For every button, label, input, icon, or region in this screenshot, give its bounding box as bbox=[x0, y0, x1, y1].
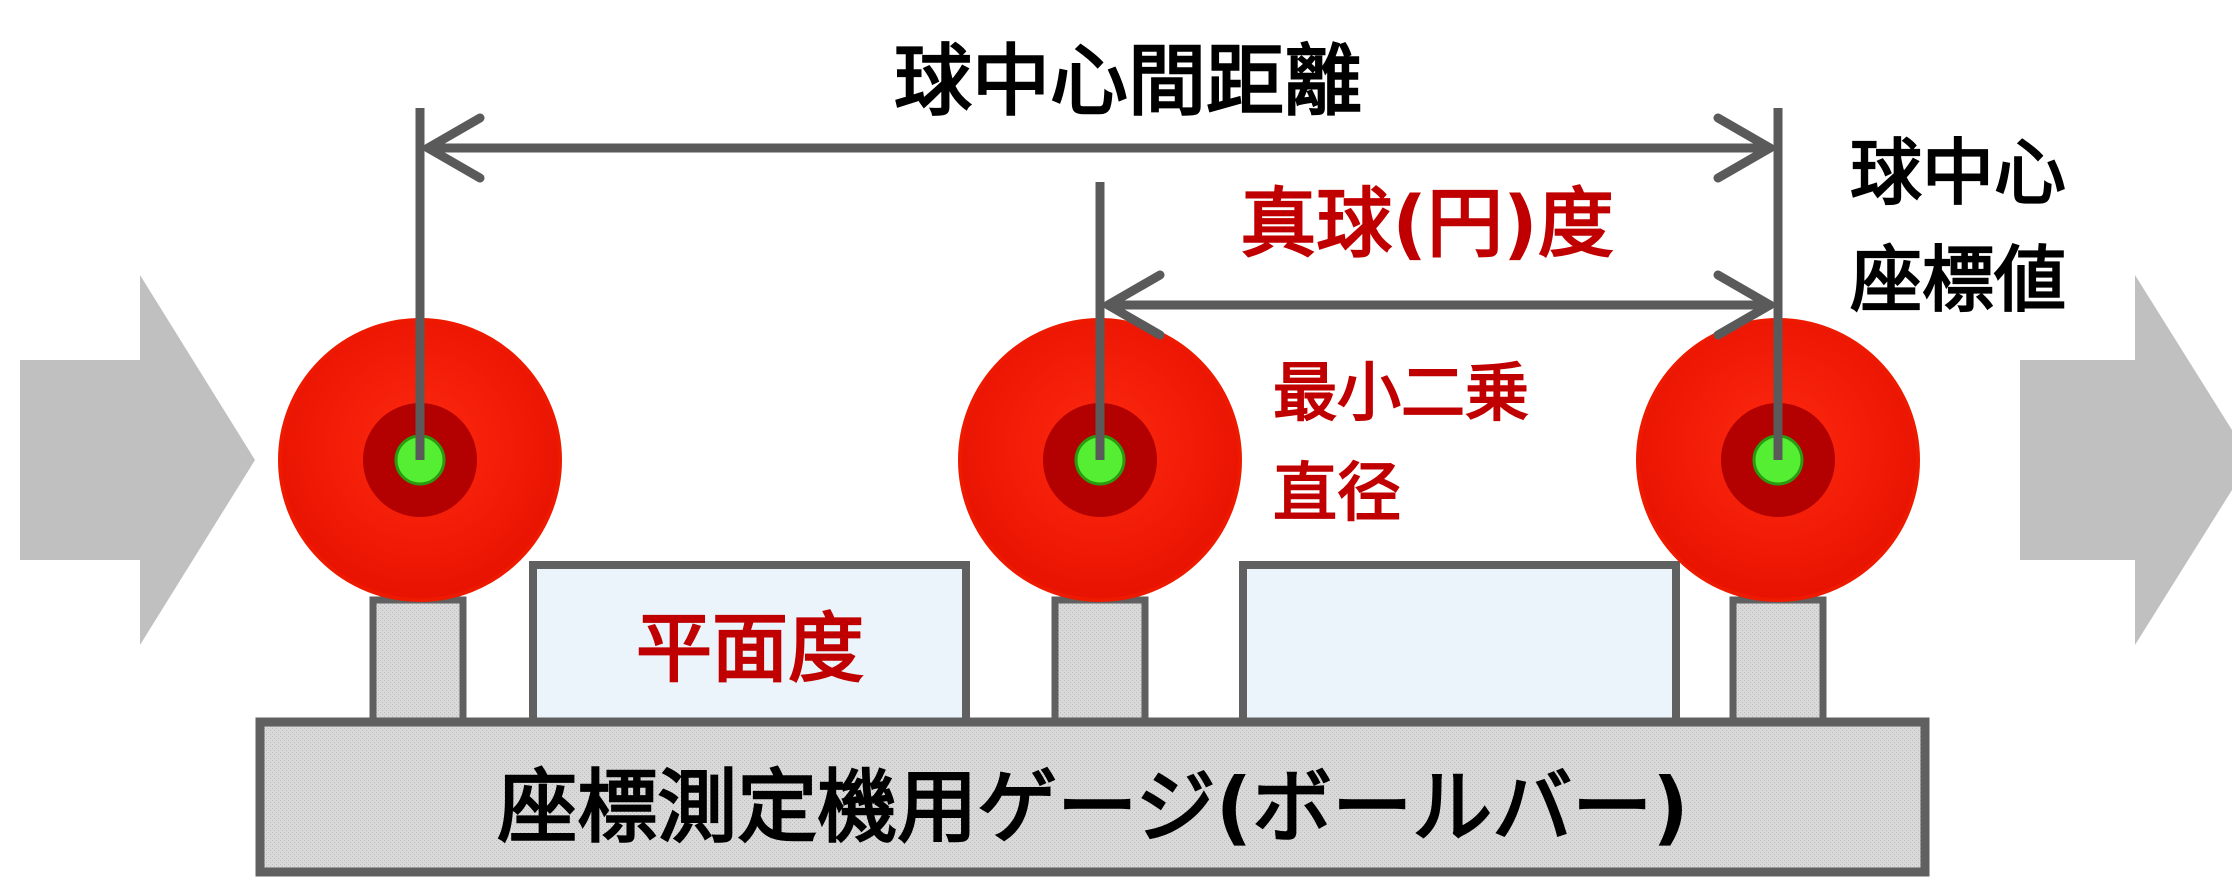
left-flow-arrow-icon bbox=[20, 275, 255, 645]
support-post-left bbox=[369, 596, 467, 739]
center-distance-dimension bbox=[423, 113, 1775, 183]
least-squares-label-line2: 直径 bbox=[1273, 457, 1401, 531]
least-squares-label-line1: 最小二乗 bbox=[1273, 357, 1529, 431]
center-distance-label: 球中心間距離 bbox=[894, 37, 1362, 127]
center-coordinate-label-line1: 球中心 bbox=[1850, 131, 2066, 215]
flatness-label: 平面度 bbox=[636, 604, 864, 693]
gauge-base-bar bbox=[255, 717, 1930, 877]
support-post-right bbox=[1729, 596, 1827, 739]
sphericity-label: 真球(円)度 bbox=[1240, 179, 1613, 268]
support-post-middle bbox=[1051, 596, 1149, 739]
flatness-block-right bbox=[1239, 561, 1680, 739]
sphericity-dimension bbox=[1103, 270, 1775, 340]
flatness-block-left bbox=[529, 561, 970, 739]
gauge-name-label: 座標測定機用ゲージ(ボールバー) bbox=[497, 761, 1689, 854]
center-coordinate-label-line2: 座標値 bbox=[1850, 238, 2066, 322]
right-flow-arrow-icon bbox=[2020, 275, 2232, 645]
